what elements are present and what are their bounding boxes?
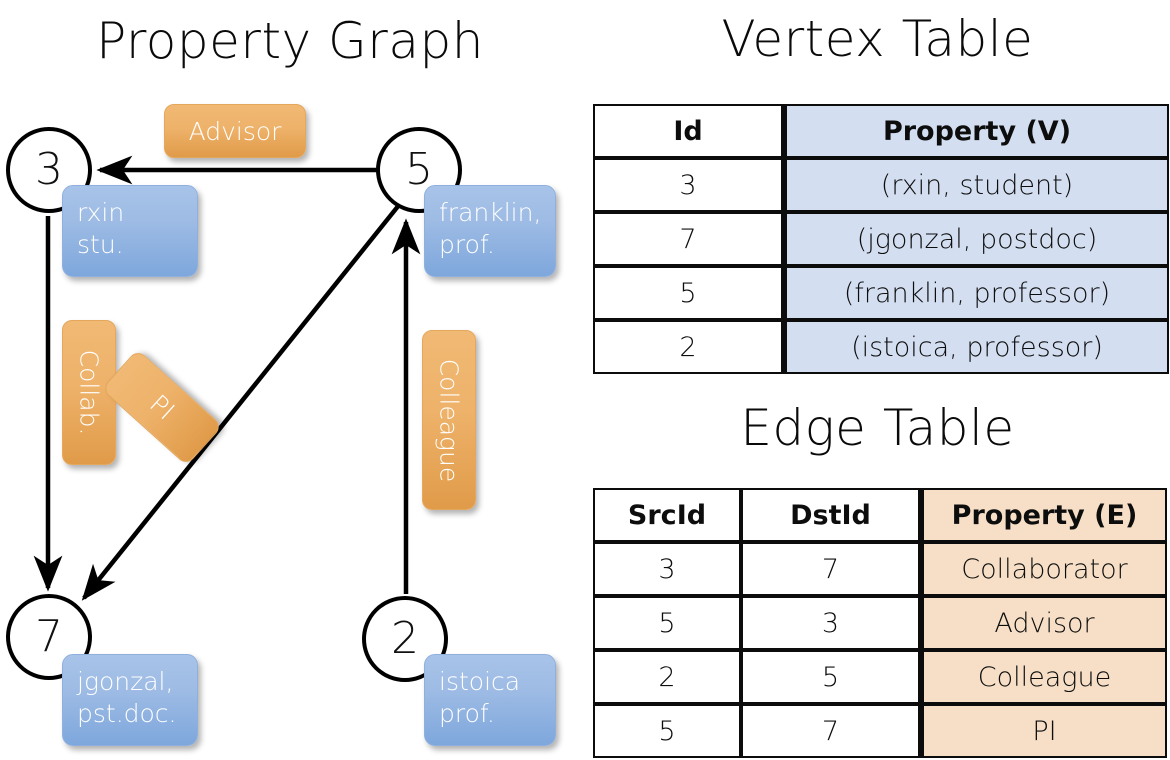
edge-table-header-srcid: SrcId (593, 488, 741, 542)
table-row[interactable]: 2 5 Colleague (593, 650, 1167, 704)
graph-node-3-property-box[interactable]: rxin stu. (62, 185, 198, 277)
graph-node-5-property-box[interactable]: franklin, prof. (424, 185, 556, 277)
vertex-id-cell: 5 (593, 266, 783, 320)
edge-table-header-row: SrcId DstId Property (E) (593, 488, 1167, 542)
edge-property-cell: Colleague (920, 650, 1167, 704)
edge-dst-cell: 5 (741, 650, 920, 704)
graph-node-5-label: 5 (405, 144, 433, 195)
edge-table: SrcId DstId Property (E) 3 7 Collaborato… (593, 488, 1167, 758)
property-line-1: rxin (77, 198, 125, 227)
vertex-property-cell: (istoica, professor) (783, 320, 1169, 374)
table-row[interactable]: 7 (jgonzal, postdoc) (593, 212, 1169, 266)
edge-label-advisor-text: Advisor (188, 116, 282, 146)
edge-label-advisor[interactable]: Advisor (164, 104, 306, 158)
graph-edges-svg (33, 155, 421, 601)
vertex-table-header-property: Property (V) (783, 104, 1169, 158)
edge-src-cell: 3 (593, 542, 741, 596)
edge-src-cell: 5 (593, 704, 741, 758)
page-title-property-graph: Property Graph (96, 12, 484, 70)
table-row[interactable]: 5 (franklin, professor) (593, 266, 1169, 320)
vertex-id-cell: 2 (593, 320, 783, 374)
edge-label-pi-text: PI (143, 389, 181, 426)
graph-node-2-label: 2 (391, 613, 419, 664)
edge-property-cell: Collaborator (920, 542, 1167, 596)
vertex-table-header-row: Id Property (V) (593, 104, 1169, 158)
edge-label-colleague-text: Colleague (434, 358, 464, 482)
graph-node-2-property-box[interactable]: istoica prof. (424, 654, 556, 746)
property-line-2: prof. (439, 699, 495, 728)
vertex-id-cell: 3 (593, 158, 783, 212)
graph-node-7-label: 7 (35, 611, 63, 662)
edge-dst-cell: 7 (741, 704, 920, 758)
graph-node-5[interactable]: 5 (376, 127, 462, 213)
graph-node-2[interactable]: 2 (362, 596, 448, 682)
table-row[interactable]: 3 7 Collaborator (593, 542, 1167, 596)
graph-node-3-label: 3 (35, 144, 63, 195)
edge-dst-cell: 7 (741, 542, 920, 596)
table-row[interactable]: 2 (istoica, professor) (593, 320, 1169, 374)
vertex-property-cell: (rxin, student) (783, 158, 1169, 212)
edge-table-header-property: Property (E) (920, 488, 1167, 542)
edge-property-cell: PI (920, 704, 1167, 758)
property-graph-diagram: 3 5 7 2 rxin stu. franklin, prof. jgonza… (6, 104, 556, 746)
property-line-1: istoica (439, 667, 521, 696)
edge-arrow-5-to-7 (81, 203, 401, 601)
edge-property-cell: Advisor (920, 596, 1167, 650)
graph-node-7-property-box[interactable]: jgonzal, pst.doc. (62, 654, 198, 746)
property-line-1: franklin, (439, 198, 542, 227)
edge-src-cell: 2 (593, 650, 741, 704)
table-row[interactable]: 5 7 PI (593, 704, 1167, 758)
edge-table-header-dstid: DstId (741, 488, 920, 542)
vertex-table-header-id: Id (593, 104, 783, 158)
edge-src-cell: 5 (593, 596, 741, 650)
vertex-id-cell: 7 (593, 212, 783, 266)
page-title-edge-table: Edge Table (740, 399, 1015, 457)
edge-label-collab-text: Collab. (74, 349, 104, 436)
property-line-2: prof. (439, 230, 495, 259)
page-title-vertex-table: Vertex Table (721, 10, 1034, 68)
vertex-property-cell: (jgonzal, postdoc) (783, 212, 1169, 266)
property-line-2: pst.doc. (77, 699, 177, 728)
table-row[interactable]: 5 3 Advisor (593, 596, 1167, 650)
table-row[interactable]: 3 (rxin, student) (593, 158, 1169, 212)
property-line-1: jgonzal, (77, 667, 174, 696)
vertex-table: Id Property (V) 3 (rxin, student) 7 (jgo… (593, 104, 1169, 374)
property-line-2: stu. (77, 230, 124, 259)
vertex-property-cell: (franklin, professor) (783, 266, 1169, 320)
edge-label-colleague[interactable]: Colleague (422, 330, 476, 510)
edge-dst-cell: 3 (741, 596, 920, 650)
